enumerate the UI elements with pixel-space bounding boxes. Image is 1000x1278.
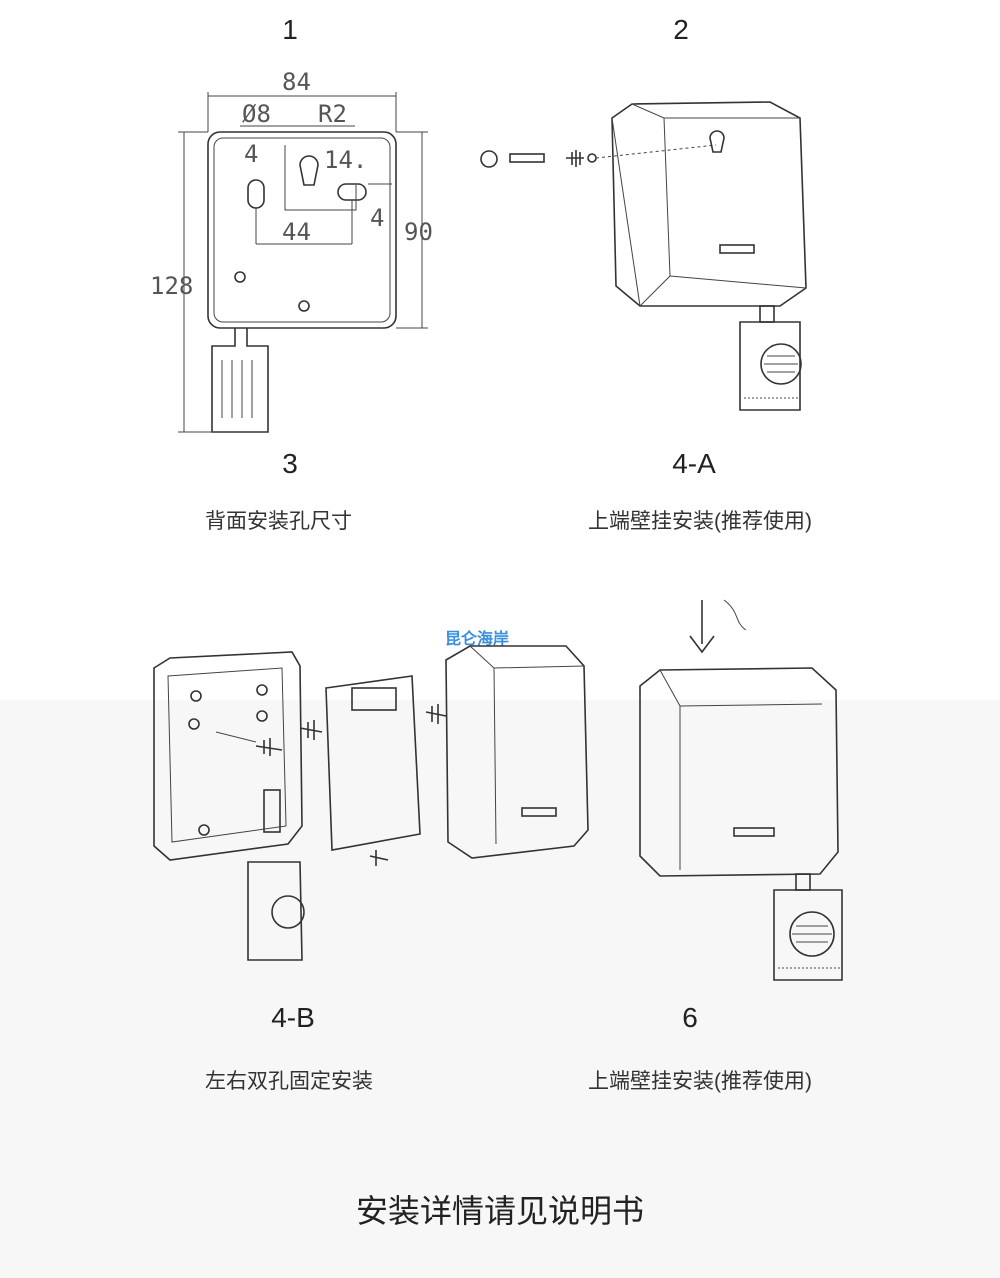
top-wall-mount-diagram: [480, 101, 807, 411]
step-number-4a: 4-A: [672, 448, 716, 479]
step-number-4b: 4-B: [271, 1002, 315, 1033]
dim-offset-c: 4: [370, 204, 384, 232]
dim-hole-span: 44: [282, 218, 311, 246]
caption-left-right-holes: 左右双孔固定安装: [205, 1070, 373, 1093]
step-number-3: 3: [282, 448, 298, 479]
dim-radius: R2: [318, 100, 347, 128]
dim-offset-b: 14.: [324, 146, 367, 174]
dimension-drawing: 84 Ø8 R2 4 14. 4 44 90 128: [150, 68, 433, 433]
left-right-holes-diagram: [153, 645, 589, 961]
dim-offset-a: 4: [244, 140, 258, 168]
caption-back-dimensions: 背面安装孔尺寸: [205, 510, 352, 533]
footer-note: 安装详情请见说明书: [355, 1193, 644, 1229]
watermark-logo: 昆仑海岸: [445, 631, 510, 648]
caption-top-wall-mount-b: 上端壁挂安装(推荐使用): [588, 1070, 812, 1093]
dim-width-84: 84: [282, 68, 311, 96]
step-number-6: 6: [682, 1002, 698, 1033]
dim-height-128: 128: [150, 272, 193, 300]
dim-diameter: Ø8: [242, 100, 271, 128]
dim-height-90: 90: [404, 218, 433, 246]
caption-top-wall-mount-a: 上端壁挂安装(推荐使用): [588, 510, 812, 533]
step-number-2: 2: [673, 14, 689, 45]
final-mounted-diagram: [639, 599, 843, 981]
step-number-1: 1: [282, 14, 298, 45]
lower-panel-background: [0, 700, 1000, 1278]
